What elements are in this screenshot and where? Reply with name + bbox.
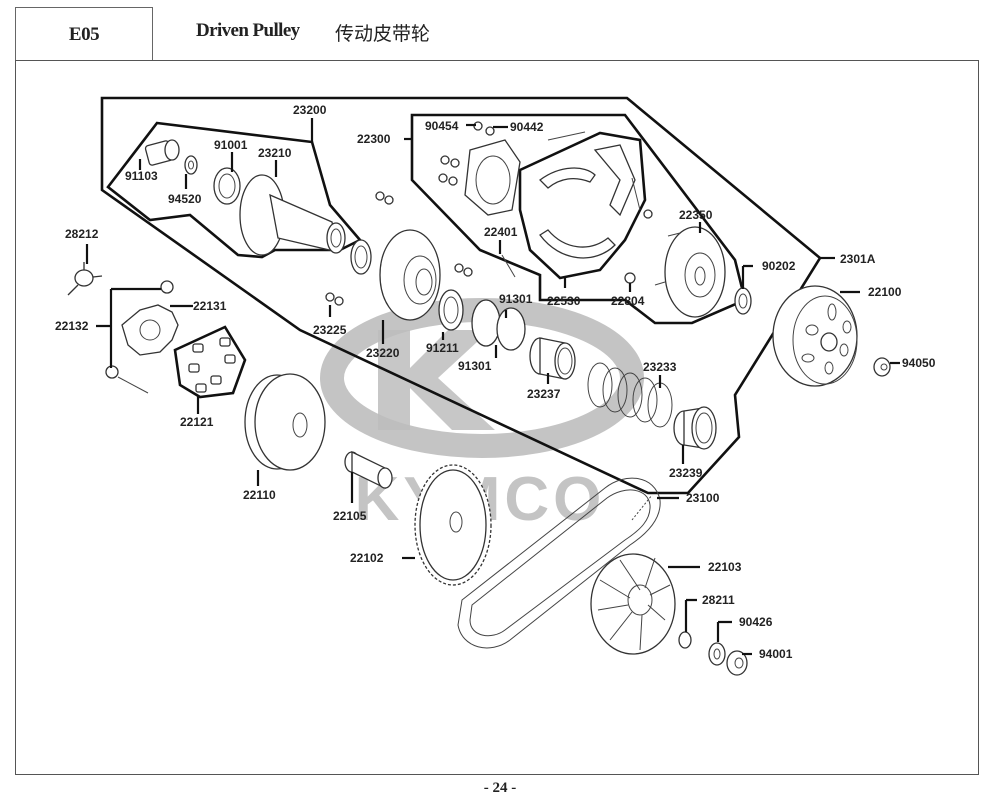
part-label-23100: 23100 — [686, 491, 720, 505]
part-label-28211: 28211 — [702, 593, 735, 607]
collar-23237-part — [529, 337, 576, 380]
nut-94050-part — [873, 357, 891, 377]
seal-91211-part — [438, 289, 464, 331]
pulley-23220-part — [379, 229, 441, 321]
nut-94001-part — [726, 650, 748, 676]
movable-drive-face-22110-part — [244, 373, 326, 471]
o-ring-91301-part — [471, 299, 501, 347]
part-label-91301-upper: 91301 — [499, 292, 533, 306]
part-label-22804: 22804 — [611, 294, 645, 308]
pin-parts — [325, 191, 473, 306]
part-label-22300: 22300 — [357, 132, 391, 146]
washer-90442-part — [485, 126, 495, 136]
diagram-frame — [15, 60, 979, 775]
washer-94520-part — [184, 155, 198, 175]
part-labels: 23200 22300 90454 90442 91103 94520 9100… — [55, 103, 936, 661]
drive-belt-23100-part — [457, 477, 661, 649]
part-label-22530: 22530 — [547, 294, 581, 308]
part-label-23239: 23239 — [669, 466, 703, 480]
bushing-22105-part — [344, 450, 393, 490]
spring-23233-part — [587, 362, 673, 428]
part-label-94520: 94520 — [168, 192, 202, 206]
part-label-94001: 94001 — [759, 647, 793, 661]
part-label-28212: 28212 — [65, 227, 99, 241]
nut-90202-part — [734, 287, 752, 315]
drive-face-22102-part — [414, 464, 492, 586]
part-label-91211: 91211 — [426, 341, 459, 355]
page-title-chinese: 传动皮带轮 — [335, 23, 431, 45]
page-title: Driven Pulley — [196, 20, 300, 41]
part-label-22110: 22110 — [243, 488, 276, 502]
part-drawings — [67, 121, 891, 676]
part-label-90202: 90202 — [762, 259, 796, 273]
part-label-90442: 90442 — [510, 120, 544, 134]
spring-part — [547, 131, 586, 141]
seal-91001-part — [213, 167, 241, 205]
clutch-bell-22100-part — [772, 285, 858, 387]
clutch-shoe-part — [539, 144, 636, 259]
part-label-90454: 90454 — [425, 119, 459, 133]
part-label-23210: 23210 — [258, 146, 292, 160]
section-code-cell: E05 — [15, 7, 153, 61]
spring-part — [631, 177, 641, 211]
roller-22121-part — [188, 337, 236, 393]
leader-lines — [85, 118, 900, 656]
collar-22804-part — [624, 272, 636, 284]
assembly-outline-22530 — [518, 131, 647, 280]
seal-part — [350, 239, 372, 275]
cup-23239-part — [673, 406, 717, 450]
part-label-22132: 22132 — [55, 319, 89, 333]
o-ring-91301-part — [496, 307, 526, 351]
part-label-2301A: 2301A — [840, 252, 876, 266]
part-label-91103: 91103 — [125, 169, 158, 183]
part-label-91001: 91001 — [214, 138, 248, 152]
part-label-90426: 90426 — [739, 615, 773, 629]
part-label-22103: 22103 — [708, 560, 742, 574]
fan-22103-part — [590, 553, 676, 655]
section-code: E05 — [68, 23, 100, 45]
part-label-22350: 22350 — [679, 208, 713, 222]
part-label-22105: 22105 — [333, 509, 367, 523]
part-label-22100: 22100 — [868, 285, 902, 299]
washer-90426-part — [708, 642, 726, 666]
part-label-22401: 22401 — [484, 225, 518, 239]
washer-28211-part — [678, 631, 692, 649]
clutch-plate-22350-part — [654, 226, 726, 318]
part-label-91301-lower: 91301 — [458, 359, 492, 373]
slider-22132-part — [160, 280, 174, 294]
page-number: - 24 - — [483, 780, 517, 796]
part-label-23225: 23225 — [313, 323, 347, 337]
pulley-face-23210-part — [239, 174, 346, 256]
ramp-plate-22131-part — [121, 304, 179, 356]
plate-22300-part — [464, 139, 521, 216]
assembly-outline-22300 — [410, 113, 747, 325]
part-label-94050: 94050 — [902, 356, 936, 370]
part-label-23200: 23200 — [293, 103, 327, 117]
spider-28212-part — [67, 262, 103, 296]
part-label-22102: 22102 — [350, 551, 384, 565]
roller-set-outline — [173, 325, 247, 399]
assembly-outline-2301A — [100, 96, 822, 495]
bushing-91103-part — [144, 139, 180, 166]
part-label-23220: 23220 — [366, 346, 400, 360]
part-label-22131: 22131 — [193, 299, 227, 313]
part-label-23233: 23233 — [643, 360, 677, 374]
spring-22401-part — [501, 254, 516, 278]
part-label-23237: 23237 — [527, 387, 561, 401]
part-label-22121: 22121 — [180, 415, 214, 429]
